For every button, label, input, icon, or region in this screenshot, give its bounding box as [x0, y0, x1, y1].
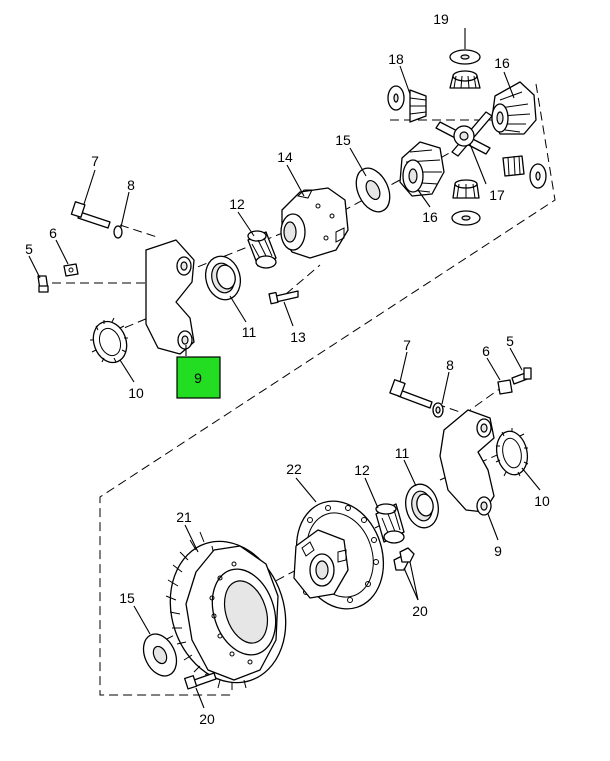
part-5-cap-screw-upper — [37, 275, 49, 293]
part-17-spider — [435, 111, 493, 157]
part-11-bearing-cup-lower — [405, 483, 439, 529]
callout-11-upper[interactable]: 11 — [242, 324, 257, 340]
part-15-thrust-washer-upper — [355, 167, 391, 213]
part-19-thrust-washer — [449, 49, 481, 65]
part-6-lock-plate-lower — [497, 379, 513, 395]
part-21-ring-gear — [165, 531, 287, 690]
part-22-differential-case-flange — [293, 500, 385, 610]
assembly-boundary — [99, 83, 556, 696]
part-9-bearing-cap-lower — [439, 409, 495, 516]
part-washer-right — [529, 163, 547, 189]
callout-13[interactable]: 13 — [290, 329, 306, 345]
part-20-bolt-lower — [184, 672, 217, 690]
callout-16-upper[interactable]: 16 — [494, 55, 510, 71]
callout-7-lower[interactable]: 7 — [403, 337, 411, 353]
callout-15-lower[interactable]: 15 — [119, 590, 135, 606]
callout-20-lower[interactable]: 20 — [199, 711, 215, 727]
callout-11-lower[interactable]: 11 — [395, 445, 410, 461]
callout-8-upper[interactable]: 8 — [127, 177, 135, 193]
callout-6-upper[interactable]: 6 — [49, 225, 57, 241]
callout-15-upper[interactable]: 15 — [335, 132, 351, 148]
callout-19[interactable]: 19 — [433, 11, 449, 27]
leader-lines — [28, 28, 541, 709]
part-16-side-gear-lower — [399, 141, 445, 197]
part-20-nuts — [393, 547, 415, 571]
part-7-bolt-upper — [70, 201, 111, 229]
callout-10-upper[interactable]: 10 — [128, 385, 144, 401]
callout-18[interactable]: 18 — [388, 51, 404, 67]
part-pinion-gear-right — [502, 155, 525, 177]
part-10-adjusting-ring-lower — [495, 428, 529, 477]
callout-5-lower[interactable]: 5 — [506, 333, 514, 349]
callout-8-lower[interactable]: 8 — [446, 357, 454, 373]
part-9-bearing-cap-upper — [145, 239, 195, 355]
part-washer-bottom — [451, 210, 481, 226]
callout-14[interactable]: 14 — [277, 149, 293, 165]
part-8-washer-lower — [432, 402, 444, 418]
part-10-adjusting-ring-upper — [90, 317, 128, 364]
callout-21[interactable]: 21 — [176, 509, 192, 525]
callout-9-lower[interactable]: 9 — [494, 543, 502, 559]
part-16-side-gear-upper — [491, 81, 537, 135]
callout-17[interactable]: 17 — [489, 187, 505, 203]
part-12-bearing-cone-lower — [375, 503, 405, 544]
part-5-cap-screw-lower — [511, 367, 532, 385]
part-7-bolt-lower — [389, 379, 433, 409]
callout-9-highlighted[interactable]: 9 — [194, 370, 202, 386]
highlighted-part-9-box[interactable] — [176, 356, 221, 399]
callout-labels: 19 18 16 15 14 17 16 12 7 8 6 5 11 13 10… — [25, 11, 550, 727]
callout-16-lower[interactable]: 16 — [422, 209, 438, 225]
part-pinion-gear-bottom — [452, 179, 480, 199]
callout-10-lower[interactable]: 10 — [534, 493, 550, 509]
part-pinion-gear-left — [409, 89, 427, 123]
part-18-washer — [387, 85, 405, 111]
part-12-bearing-cone-upper — [247, 230, 277, 269]
callout-12-upper[interactable]: 12 — [229, 196, 245, 212]
part-8-washer-upper — [113, 225, 123, 239]
part-pinion-gear-top — [449, 70, 481, 89]
part-6-lock-plate-upper — [63, 263, 79, 277]
part-15-thrust-washer-lower — [142, 633, 178, 677]
callout-12-lower[interactable]: 12 — [354, 462, 370, 478]
callout-6-lower[interactable]: 6 — [482, 343, 490, 359]
part-13-bolt — [268, 290, 299, 305]
callout-20-upper[interactable]: 20 — [412, 603, 428, 619]
part-14-differential-case — [280, 187, 349, 259]
callout-7-upper[interactable]: 7 — [91, 153, 99, 169]
part-11-bearing-cup-upper — [204, 255, 242, 301]
callout-5-upper[interactable]: 5 — [25, 241, 33, 257]
callout-22[interactable]: 22 — [286, 461, 302, 477]
